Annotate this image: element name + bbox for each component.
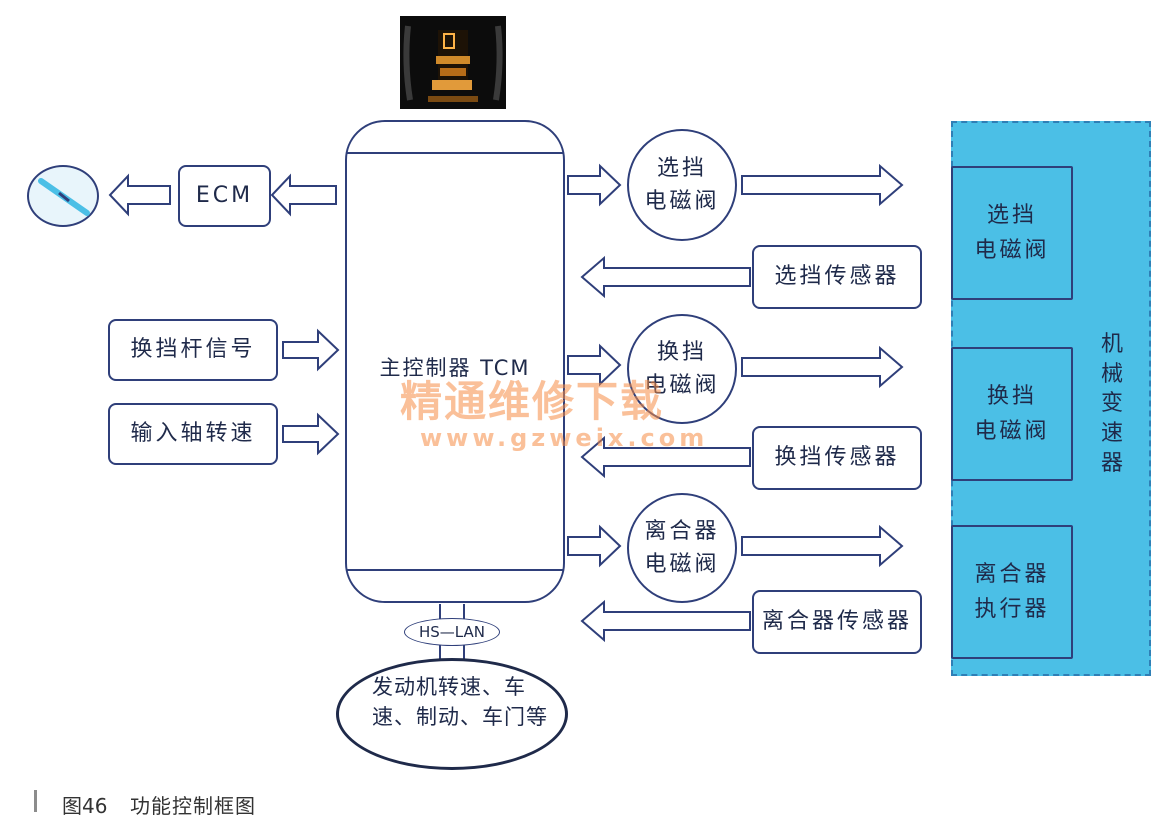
arrow-select-sensor-to-tcm <box>580 255 751 299</box>
watermark-url: www.gzweix.com <box>420 424 709 452</box>
shift-solenoid-label: 换挡 电磁阀 <box>644 340 720 398</box>
transmission-select-solenoid: 选挡 电磁阀 <box>951 166 1073 300</box>
arrow-ecm-to-disc <box>108 173 171 217</box>
select-sensor-box: 选挡传感器 <box>752 245 922 309</box>
tcm-controller <box>345 120 565 603</box>
figure-title: 功能控制框图 <box>130 794 256 818</box>
select-solenoid-circle: 选挡 电磁阀 <box>627 129 737 241</box>
select-solenoid-label: 选挡 电磁阀 <box>644 156 720 214</box>
arrow-clutch-solenoid-out <box>741 524 904 568</box>
select-sensor-label: 选挡传感器 <box>774 263 900 289</box>
vehicle-signals-oval <box>336 658 568 770</box>
ecm-box: ECM <box>178 165 271 227</box>
transmission-select-solenoid-label: 选挡 电磁阀 <box>974 202 1050 263</box>
arrow-tcm-to-shift-solenoid <box>567 343 622 387</box>
transmission-clutch-actuator-label: 离合器 执行器 <box>974 561 1050 622</box>
tcm-label: 主控制器 TCM <box>379 356 531 380</box>
arrow-clutch-sensor-to-tcm <box>580 599 751 643</box>
tcm-bottom-band <box>347 569 563 571</box>
arrow-shift-lever-to-tcm <box>282 328 340 372</box>
instrument-cluster-image <box>400 16 506 109</box>
ecm-label: ECM <box>195 182 254 208</box>
transmission-shift-solenoid-label: 换挡 电磁阀 <box>974 383 1050 444</box>
shift-sensor-label: 换挡传感器 <box>774 444 900 470</box>
transmission-clutch-actuator: 离合器 执行器 <box>951 525 1073 659</box>
tcm-top-band <box>347 152 563 154</box>
shift-sensor-box: 换挡传感器 <box>752 426 922 490</box>
clutch-solenoid-label: 离合器 电磁阀 <box>644 519 720 577</box>
arrow-tcm-to-clutch-solenoid <box>567 524 622 568</box>
arrow-shift-solenoid-out <box>741 345 904 389</box>
meter-dial-icon <box>27 165 99 227</box>
transmission-label: 机 械 变 速 器 <box>1100 332 1123 476</box>
transmission-shift-solenoid: 换挡 电磁阀 <box>951 347 1073 481</box>
watermark-text: 精通维修下载 <box>400 377 665 426</box>
hs-lan-bus: HS—LAN <box>404 618 500 646</box>
arrow-tcm-to-select-solenoid <box>567 163 622 207</box>
clutch-sensor-label: 离合器传感器 <box>761 608 912 634</box>
shift-lever-signal-label: 换挡杆信号 <box>130 336 256 362</box>
caption-marker <box>34 790 37 812</box>
arrow-input-speed-to-tcm <box>282 412 340 456</box>
shift-solenoid-circle: 换挡 电磁阀 <box>627 314 737 424</box>
arrow-shift-sensor-to-tcm <box>580 435 751 479</box>
vehicle-signals-label: 发动机转速、车速、制动、车门等 <box>372 675 548 730</box>
hs-lan-label: HS—LAN <box>419 623 485 641</box>
arrow-tcm-to-ecm <box>270 173 337 217</box>
clutch-sensor-box: 离合器传感器 <box>752 590 922 654</box>
figure-number: 图46 <box>62 794 108 818</box>
input-shaft-speed-label: 输入轴转速 <box>130 420 256 446</box>
arrow-select-solenoid-out <box>741 163 904 207</box>
clutch-solenoid-circle: 离合器 电磁阀 <box>627 493 737 603</box>
input-shaft-speed-box: 输入轴转速 <box>108 403 278 465</box>
shift-lever-signal-box: 换挡杆信号 <box>108 319 278 381</box>
